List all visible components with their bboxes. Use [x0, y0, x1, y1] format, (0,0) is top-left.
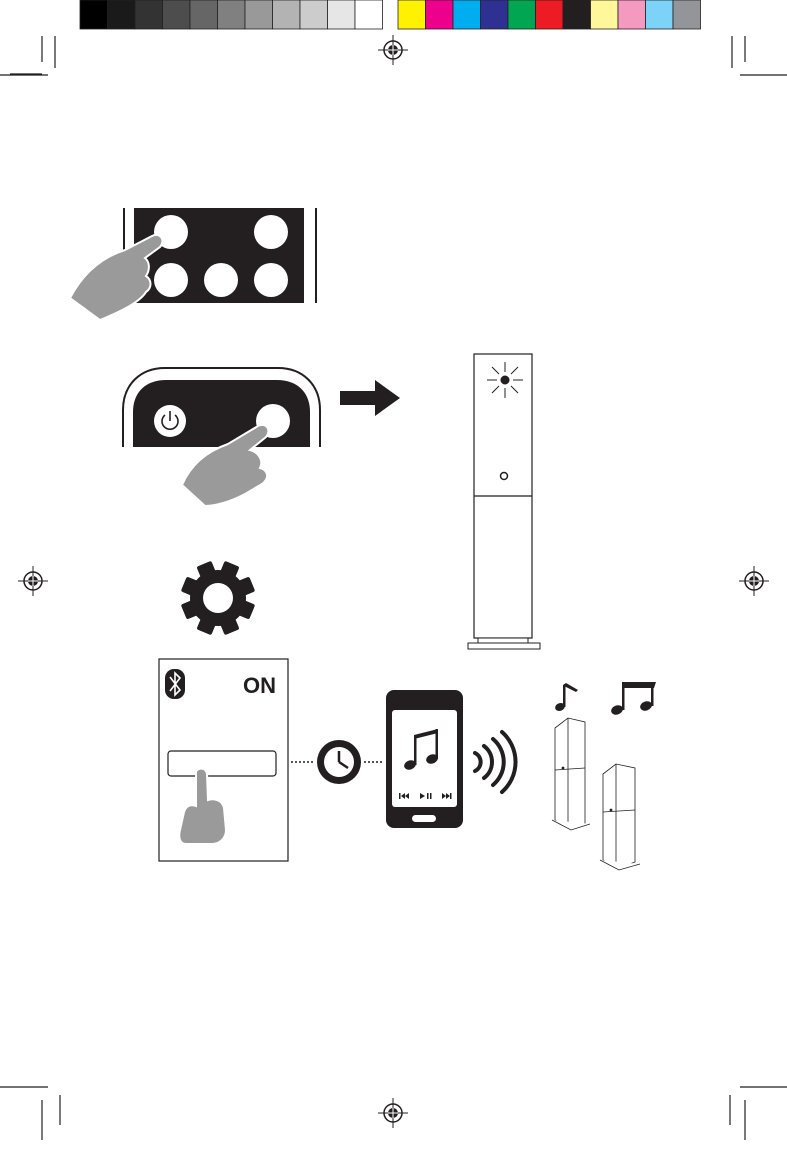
- gray-swatch: [135, 0, 163, 29]
- registration-mark-bottom: [378, 1098, 408, 1128]
- color-swatch: [646, 0, 674, 29]
- remote-button: [204, 263, 238, 297]
- gray-swatch: [80, 0, 108, 29]
- color-swatch: [536, 0, 564, 29]
- power-button: [154, 405, 186, 437]
- color-swatch: [618, 0, 646, 29]
- bluetooth-settings-screen: ON: [159, 659, 288, 861]
- gray-swatch: [218, 0, 246, 29]
- gray-swatch: [190, 0, 218, 29]
- wireless-signal-icon: [475, 732, 516, 792]
- color-swatch: [453, 0, 481, 29]
- registration-mark-left: [18, 566, 48, 596]
- color-swatch: [508, 0, 536, 29]
- registration-mark-top: [378, 35, 408, 65]
- gray-swatch: [300, 0, 328, 29]
- gray-swatch: [245, 0, 273, 29]
- remote-button: [154, 263, 188, 297]
- color-swatch: [481, 0, 509, 29]
- remote-button: [254, 263, 288, 297]
- remote-button-panel: [70, 208, 316, 320]
- registration-mark-right: [739, 566, 769, 596]
- gray-swatch: [163, 0, 191, 29]
- bluetooth-icon: [165, 669, 185, 699]
- speaker-pair: [552, 718, 640, 870]
- gray-swatch: [328, 0, 356, 29]
- tower-speaker: [468, 354, 540, 649]
- tower-speaker-left: [552, 718, 590, 830]
- tower-speaker-right: [600, 764, 640, 870]
- color-swatch: [591, 0, 619, 29]
- gray-swatch: [108, 0, 136, 29]
- color-swatch: [426, 0, 454, 29]
- music-note-icon: [610, 682, 656, 716]
- led-blink-icon: [487, 362, 523, 398]
- arrow-right-icon: [340, 380, 400, 416]
- color-swatch: [563, 0, 591, 29]
- gray-swatch: [355, 0, 383, 29]
- print-color-bar: [80, 0, 701, 29]
- device-list-entry[interactable]: [168, 751, 276, 776]
- color-swatch: [673, 0, 701, 29]
- bluetooth-status: ON: [243, 673, 276, 698]
- remote-top: [123, 368, 320, 506]
- pointing-hand-icon: [70, 235, 162, 320]
- color-swatch: [398, 0, 426, 29]
- crop-marks: [0, 36, 787, 1140]
- music-note-icon: [554, 683, 578, 712]
- smartphone: [386, 690, 463, 828]
- gray-swatch: [273, 0, 301, 29]
- gear-icon: [181, 561, 255, 635]
- remote-button: [254, 215, 288, 249]
- clock-icon: [317, 740, 361, 784]
